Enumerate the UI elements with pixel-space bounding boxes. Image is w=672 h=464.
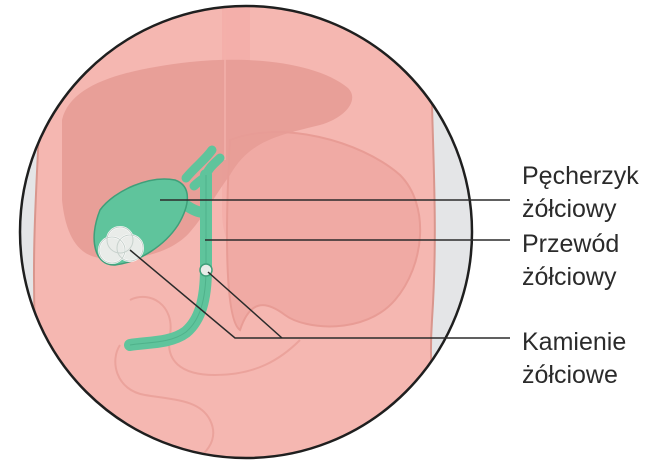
label-bile-duct-line2: żółciowy — [522, 261, 619, 294]
label-gallbladder-line2: żółciowy — [522, 193, 639, 226]
label-bile-duct-line1: Przewód — [522, 228, 619, 261]
abdomen-view — [0, 0, 520, 464]
label-gallstones-line1: Kamienie — [522, 326, 626, 359]
label-gallstones-line2: żółciowe — [522, 359, 626, 392]
label-gallbladder: Pęcherzyk żółciowy — [522, 160, 639, 226]
label-gallbladder-line1: Pęcherzyk — [522, 160, 639, 193]
label-gallstones: Kamienie żółciowe — [522, 326, 626, 392]
label-bile-duct: Przewód żółciowy — [522, 228, 619, 294]
right-body-outside — [431, 0, 520, 464]
